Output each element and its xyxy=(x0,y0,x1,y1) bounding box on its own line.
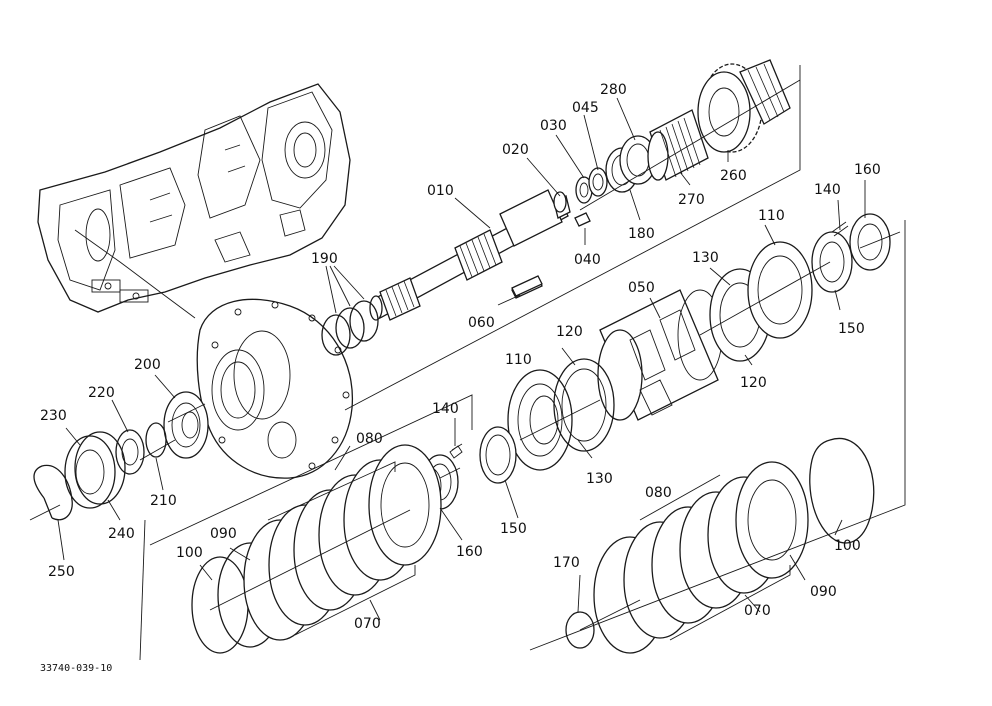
label-220: 220 xyxy=(88,385,115,401)
label-100-right: 100 xyxy=(834,538,861,554)
label-230: 230 xyxy=(40,408,67,424)
main-shaft xyxy=(369,189,571,321)
label-110-top: 110 xyxy=(758,208,785,224)
spring-140a xyxy=(449,443,463,459)
snap-rings-190 xyxy=(321,265,379,356)
leader-lines xyxy=(57,97,866,621)
ring-210 xyxy=(145,422,167,458)
label-070-left: 070 xyxy=(354,616,381,632)
label-090-left: 090 xyxy=(210,526,237,542)
bearing-180-280 xyxy=(605,135,657,193)
needle-bearing-270 xyxy=(647,109,709,181)
label-140-mid: 140 xyxy=(432,401,459,417)
label-280: 280 xyxy=(600,82,627,98)
label-210: 210 xyxy=(150,493,177,509)
label-180: 180 xyxy=(628,226,655,242)
label-160-mid: 160 xyxy=(456,544,483,560)
label-150-right: 150 xyxy=(838,321,865,337)
snap-ring-250 xyxy=(33,464,73,521)
label-060: 060 xyxy=(468,315,495,331)
label-040: 040 xyxy=(574,252,601,268)
label-010: 010 xyxy=(427,183,454,199)
retainer-150a xyxy=(479,426,517,484)
label-020: 020 xyxy=(502,142,529,158)
bearing-200 xyxy=(163,391,209,459)
label-270: 270 xyxy=(678,192,705,208)
flange-housing xyxy=(196,298,354,479)
label-050: 050 xyxy=(628,280,655,296)
boundary-lines xyxy=(139,65,906,661)
clutch-drum-050 xyxy=(597,289,723,421)
label-070-right: 070 xyxy=(744,603,771,619)
piston-110a xyxy=(507,369,573,471)
bracket-lines xyxy=(267,461,791,641)
transmission-housing xyxy=(37,83,351,319)
label-100-left: 100 xyxy=(176,545,203,561)
label-250: 250 xyxy=(48,564,75,580)
label-200: 200 xyxy=(134,357,161,373)
label-160-top: 160 xyxy=(854,162,881,178)
label-240: 240 xyxy=(108,526,135,542)
label-130-top: 130 xyxy=(692,250,719,266)
bushings-020-030-045 xyxy=(553,167,608,213)
label-080-right: 080 xyxy=(645,485,672,501)
collar-230-240 xyxy=(64,431,126,509)
label-260: 260 xyxy=(720,168,747,184)
label-045: 045 xyxy=(572,100,599,116)
pin-040 xyxy=(574,212,591,227)
label-140-top: 140 xyxy=(814,182,841,198)
label-120-mid: 120 xyxy=(556,324,583,340)
gear-260 xyxy=(697,59,791,153)
label-030: 030 xyxy=(540,118,567,134)
label-120-right: 120 xyxy=(740,375,767,391)
label-130-mid: 130 xyxy=(586,471,613,487)
label-170: 170 xyxy=(553,555,580,571)
seal-220 xyxy=(115,429,145,475)
label-110-mid: 110 xyxy=(505,352,532,368)
seal-160b xyxy=(849,213,891,271)
label-090-right: 090 xyxy=(810,584,837,600)
drawing-code: 33740-039-10 xyxy=(40,663,112,674)
plate-120a xyxy=(553,358,615,452)
label-190: 190 xyxy=(311,251,338,267)
spring-140b xyxy=(831,221,849,237)
retainer-150b xyxy=(811,231,853,293)
label-150-mid: 150 xyxy=(500,521,527,537)
center-lines xyxy=(29,79,901,631)
part-labels: 010 020 030 045 280 260 270 180 040 060 … xyxy=(40,82,881,674)
clutch-pack-left xyxy=(191,444,442,654)
label-080-left: 080 xyxy=(356,431,383,447)
key-060 xyxy=(511,275,543,297)
